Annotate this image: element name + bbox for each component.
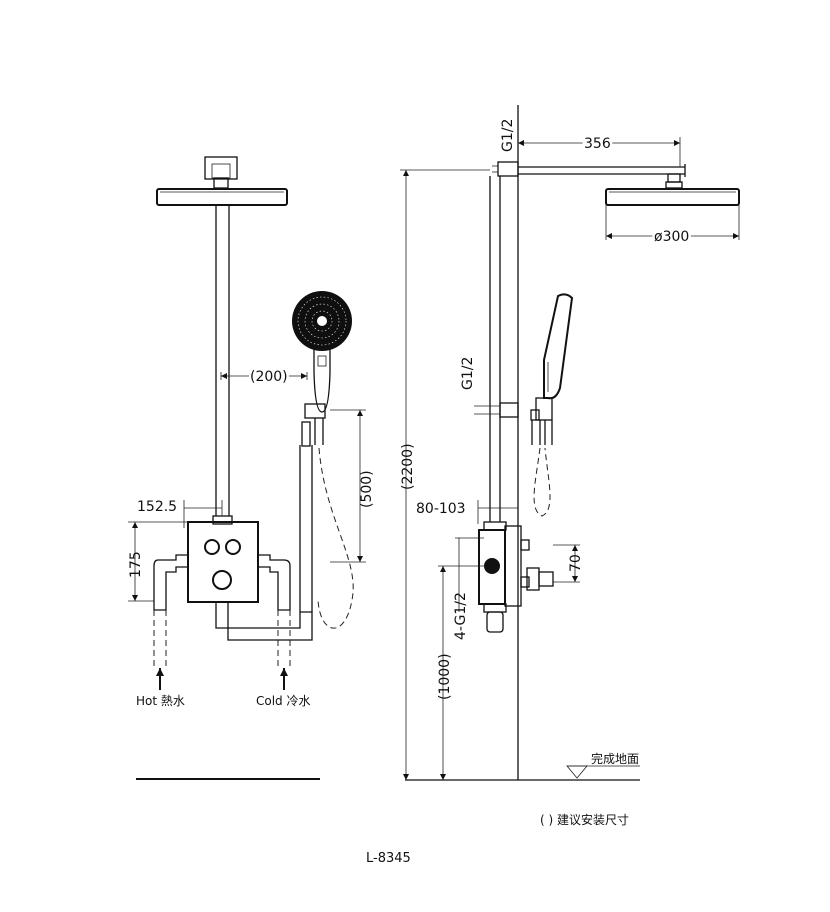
shower-hose-front: [317, 447, 354, 629]
dim-top-inlet: G1/2: [500, 119, 516, 152]
dim-head-diameter: ø300: [654, 229, 689, 245]
shower-hose-side: [533, 447, 551, 517]
dim-middle-inlet: G1/2: [460, 357, 476, 390]
dim-valve-height: 175: [128, 551, 144, 578]
dim-inlet-spacing: 70: [568, 554, 584, 572]
ceiling-mount: [204, 156, 238, 180]
wall-elbow-front: [301, 421, 311, 447]
dim-total-height: (2200): [400, 443, 416, 490]
svg-text:356: 356: [584, 136, 611, 152]
svg-text:ø300: ø300: [654, 229, 689, 245]
hand-shower-head-front: [292, 291, 352, 413]
hand-shower-holder: [304, 403, 326, 419]
hot-arrow-icon: [156, 668, 164, 676]
mid-wall-elbow: [499, 402, 519, 418]
front-view: (200) 152.5 175 (500) Hot 熱水 Cold 冷水: [128, 156, 375, 780]
thermostatic-valve-side: [478, 521, 554, 633]
floor-level-symbol: [566, 765, 588, 779]
note-recommended-size: ( ) 建议安装尺寸: [540, 812, 629, 827]
model-number: L-8345: [366, 851, 411, 866]
side-view: 完成地面: [400, 105, 740, 827]
dim-valve-offset: 152.5: [137, 499, 177, 515]
dim-inlets: 4-G1/2: [453, 592, 469, 640]
thermostatic-valve-front: [187, 521, 259, 603]
rain-shower-head-front: [156, 188, 288, 206]
cold-arrow-icon: [280, 668, 288, 676]
label-hot: Hot 熱水: [136, 694, 185, 708]
dim-hand-shower-height: (500): [359, 470, 375, 508]
dim-wall-depth: 80-103: [416, 501, 466, 517]
top-wall-elbow: [497, 161, 519, 177]
dim-arm-length: 356: [584, 136, 611, 152]
hot-inlet-elbow: [153, 554, 188, 611]
diverter-knob-right: [225, 539, 241, 555]
label-cold: Cold 冷水: [256, 694, 311, 708]
hand-shower-side: [530, 293, 574, 517]
dim-pipe-offset: (200): [250, 369, 288, 385]
dim-inlet-height: (1000): [437, 653, 453, 700]
temperature-knob: [212, 570, 232, 590]
hand-shower-outlet-pipe: [215, 602, 313, 641]
label-finished-floor: 完成地面: [591, 751, 639, 766]
cold-inlet-elbow: [258, 554, 291, 611]
diverter-knob-left: [204, 539, 220, 555]
rain-shower-head-side: [605, 188, 740, 206]
